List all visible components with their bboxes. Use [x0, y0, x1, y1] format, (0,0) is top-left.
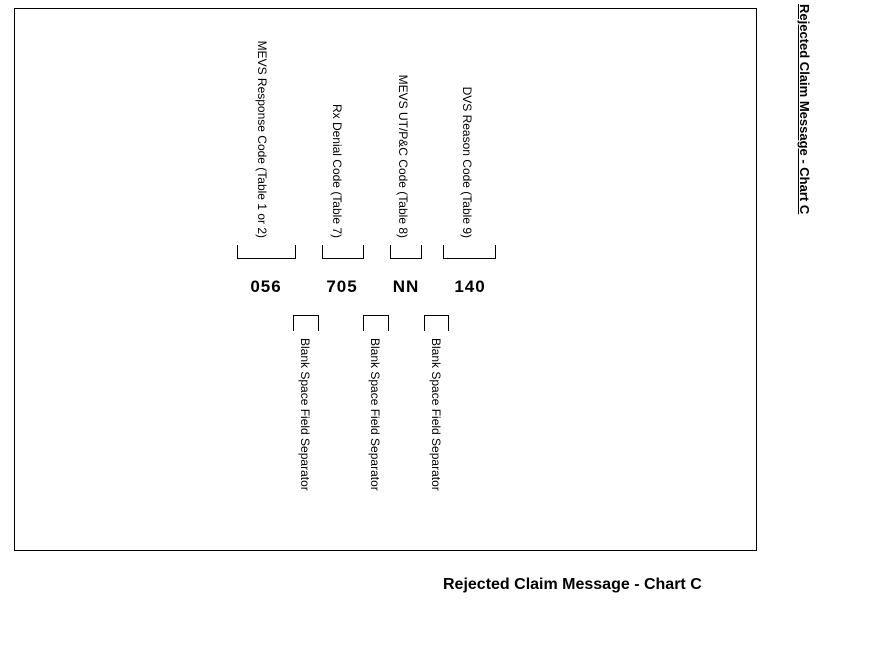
separator-bracket-1: [293, 315, 319, 331]
field-label-mevs-response-code: MEVS Response Code (Table 1 or 2): [255, 40, 269, 238]
field-bracket-3: [390, 245, 422, 259]
field-value-rx-denial-code: 705: [326, 277, 358, 296]
field-label-dvs-reason-code: DVS Reason Code (Table 9): [460, 86, 474, 238]
field-label-rx-denial-code: Rx Denial Code (Table 7): [330, 103, 344, 238]
field-bracket-1: [237, 245, 296, 259]
field-value-dvs-reason-code: 140: [454, 277, 486, 296]
side-title: Rejected Claim Message - Chart C: [797, 4, 812, 215]
separator-bracket-2: [363, 315, 389, 331]
field-value-mevs-response-code: 056: [250, 277, 282, 296]
separator-label-1: Blank Space Field Separator: [298, 338, 312, 491]
diagram-caption: Rejected Claim Message - Chart C: [443, 576, 702, 593]
separator-label-2: Blank Space Field Separator: [368, 338, 382, 491]
diagram-box: [14, 8, 757, 551]
separator-bracket-3: [424, 315, 449, 331]
field-value-mevs-utpc-code: NN: [392, 277, 420, 296]
field-bracket-2: [322, 245, 364, 259]
field-label-mevs-utpc-code: MEVS UT/P&C Code (Table 8): [396, 74, 410, 238]
separator-label-3: Blank Space Field Separator: [429, 338, 443, 491]
field-bracket-4: [443, 245, 496, 259]
